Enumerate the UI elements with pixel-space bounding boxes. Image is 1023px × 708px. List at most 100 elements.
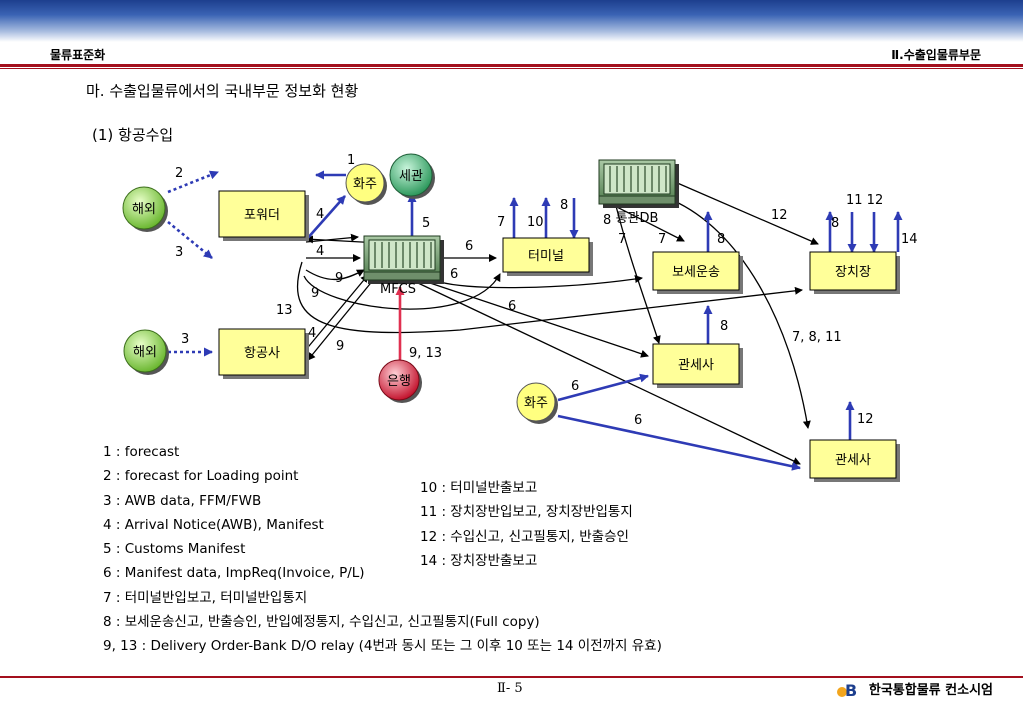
legend-item: 5 : Customs Manifest — [103, 541, 246, 558]
bonded-transport-box — [652, 251, 743, 294]
arrow-label: 1 — [347, 153, 355, 168]
storage-yard-label: 장치장 — [835, 265, 871, 280]
legend-item: 1 : forecast — [103, 444, 180, 460]
airline-label: 항공사 — [244, 346, 280, 361]
section-title: 마. 수출입물류에서의 국내부문 정보화 현황 — [86, 82, 359, 100]
customs-db-server-icon — [598, 159, 679, 208]
legend-item: 7 : 터미널반입보고, 터미널반입통지 — [103, 589, 308, 606]
footer-org-name: 한국통합물류 컨소시엄 — [868, 683, 993, 698]
bonded-transport-label: 보세운송 — [672, 265, 720, 280]
customs-circle — [389, 153, 435, 199]
shipper-bottom-circle — [516, 382, 558, 424]
mfcs-server-icon — [363, 235, 444, 284]
arrow-label: 6 — [571, 379, 579, 394]
arrow-label: 6 — [634, 413, 642, 428]
arrow-label: 6 — [465, 239, 473, 254]
customs-db-label: 통관DB — [616, 211, 659, 226]
forwarder-box — [218, 190, 309, 241]
customs-circle-label: 세관 — [399, 169, 423, 184]
consortium-logo-icon: B — [836, 680, 864, 700]
arrow-curve-9 — [305, 269, 365, 281]
arrow-label: 8 — [603, 213, 611, 228]
arrow-label: 2 — [175, 166, 183, 181]
arrow-label: 4 — [316, 244, 324, 259]
shipper-bottom-label: 화주 — [524, 396, 548, 411]
arrow-label: 8 — [717, 232, 725, 247]
header-right-title: Ⅱ.수출입물류부문 — [891, 48, 981, 62]
broker-bottom-box — [809, 439, 900, 482]
legend-item: 3 : AWB data, FFM/FWB — [103, 492, 262, 509]
arrow-db-broker — [615, 205, 661, 344]
arrow-mfcs-broker-bottom — [417, 282, 801, 465]
arrow-label: 10 — [527, 215, 544, 230]
arrow-label: 7, 8, 11 — [792, 330, 842, 345]
arrow-airline-mfcs — [303, 274, 369, 353]
arrow-label: 13 — [276, 303, 293, 318]
footer-rule — [0, 676, 1023, 678]
overseas-top-label: 해외 — [132, 202, 156, 217]
sub-title: (1) 항공수입 — [92, 126, 174, 144]
header-rule-thin — [0, 68, 1023, 69]
arrow-forwarder-shipper — [305, 195, 346, 241]
forwarder-label: 포워더 — [244, 208, 280, 223]
legend-item: 8 : 보세운송신고, 반출승인, 반입예정통지, 수입신고, 신고필통지(Fu… — [103, 614, 540, 631]
arrow-curve-terminal — [303, 273, 501, 310]
arrow-label: 4 — [308, 326, 316, 341]
broker-center-label: 관세사 — [678, 358, 714, 373]
legend-item: 4 : Arrival Notice(AWB), Manifest — [103, 516, 324, 533]
legend-item: 2 : forecast for Loading point — [103, 468, 299, 485]
arrow-label: 9, 13 — [409, 346, 442, 361]
mfcs-label: MFCS — [380, 282, 416, 297]
arrow-label: 7 — [497, 215, 505, 230]
arrow-label: 6 — [508, 299, 516, 314]
arrow-label: 7 — [658, 232, 666, 247]
overseas-top-circle — [122, 186, 168, 232]
legend-item: 9, 13 : Delivery Order-Bank D/O relay (4… — [103, 638, 662, 655]
legend-left: 1 : forecast 2 : forecast for Loading po… — [103, 440, 662, 659]
arrow-label: 8 — [831, 216, 839, 231]
arrow-overseas-out-2 — [167, 170, 219, 194]
arrow-shipper-broker-bottom — [557, 414, 801, 471]
legend-item: 12 : 수입신고, 신고필통지, 반출승인 — [420, 528, 629, 545]
header-gradient-band — [0, 0, 1023, 42]
arrow-label: 12 — [771, 208, 788, 223]
arrow-label: 9 — [311, 286, 319, 301]
arrow-label: 9 — [336, 339, 344, 354]
arrow-label: 5 — [422, 216, 430, 231]
airline-box — [218, 328, 309, 379]
overseas-bottom-circle — [123, 329, 169, 375]
arrow-label: 7 — [618, 232, 626, 247]
bank-circle — [378, 359, 422, 403]
footer-logo: B 한국통합물류 컨소시엄 — [836, 679, 993, 700]
arrow-mfcs-bonded — [439, 275, 643, 289]
page-number: Ⅱ- 5 — [497, 681, 523, 696]
legend-item: 6 : Manifest data, ImpReq(Invoice, P/L) — [103, 565, 365, 582]
arrow-label: 11 12 — [846, 193, 883, 208]
bank-label: 은행 — [387, 373, 411, 389]
arrow-label: 4 — [316, 207, 324, 222]
arrow-label: 3 — [175, 245, 183, 260]
arrow-mfcs-airline — [307, 278, 375, 361]
arrow-mfcs-broker — [429, 282, 649, 358]
arrow-db-broker-bottom — [671, 199, 811, 429]
arrow-label: 12 — [857, 412, 874, 427]
arrow-db-yard — [674, 181, 819, 245]
legend-item: 11 : 장치장반입보고, 장치장반입통지 — [420, 504, 633, 521]
arrow-label: 8 — [560, 198, 568, 213]
terminal-label: 터미널 — [528, 249, 564, 264]
arrow-shipper-broker — [557, 373, 649, 402]
legend-item: 10 : 터미널반출보고 — [420, 480, 538, 496]
legend-item: 14 : 장치장반출보고 — [420, 552, 538, 569]
arrow-label: 6 — [450, 267, 458, 282]
arrow-label: 8 — [720, 319, 728, 334]
shipper-top-label: 화주 — [353, 177, 377, 192]
arrow-label: 14 — [901, 232, 918, 247]
terminal-box — [502, 237, 593, 276]
storage-yard-box — [809, 251, 900, 294]
shipper-top-circle — [345, 163, 387, 205]
arrow-label: 9 — [335, 271, 343, 286]
arrow-label: 3 — [181, 332, 189, 347]
legend-right: 10 : 터미널반출보고 11 : 장치장반입보고, 장치장반입통지 12 : … — [420, 476, 633, 573]
arrow-forwarder-mfcs — [305, 233, 359, 243]
